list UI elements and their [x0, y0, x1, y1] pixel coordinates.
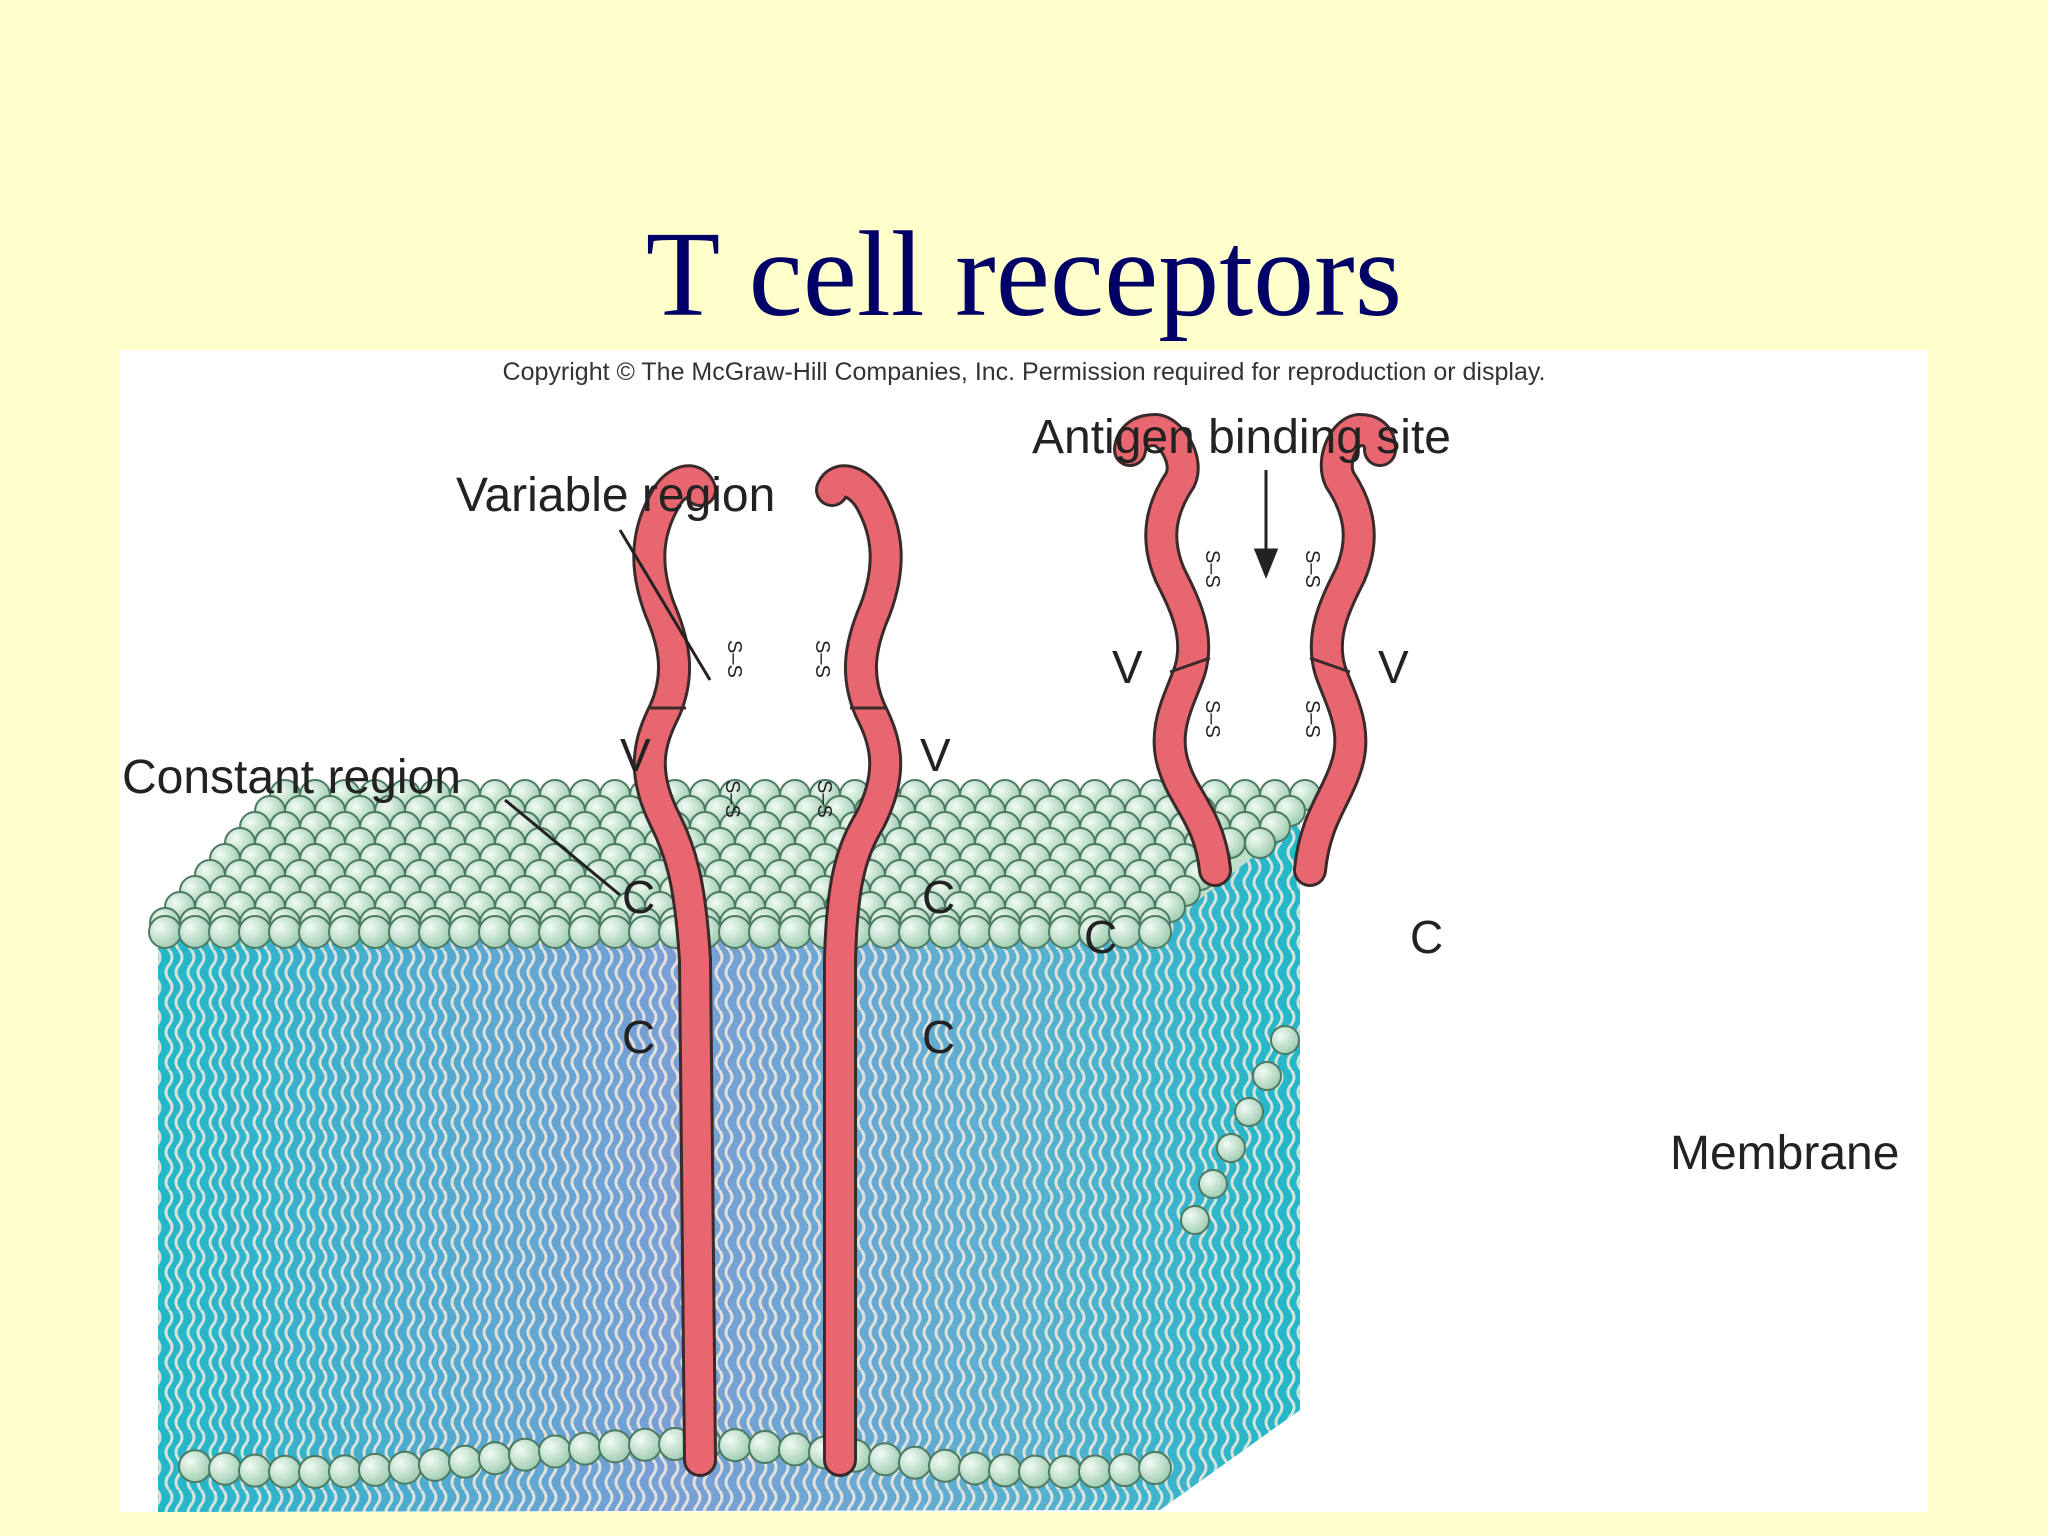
- domain-c-label: C: [922, 1011, 956, 1063]
- lipid-head: [328, 1454, 362, 1489]
- lipid-head: [448, 915, 482, 949]
- variable-region-label: Variable region: [456, 469, 776, 522]
- lipid-head: [208, 1451, 242, 1486]
- lipid-head: [748, 1429, 782, 1464]
- constant-region-leader: [504, 798, 621, 897]
- copyright-notice: Copyright © The McGraw-Hill Companies, I…: [502, 358, 1546, 386]
- lipid-head: [238, 915, 272, 949]
- lipid-head: [1180, 1205, 1210, 1235]
- domain-c-label: C: [1410, 911, 1444, 963]
- constant-region-label: Constant region: [122, 751, 461, 804]
- membrane-label: Membrane: [1670, 1127, 1900, 1180]
- lipid-head: [418, 1447, 452, 1482]
- slide-title: T cell receptors: [645, 207, 1403, 342]
- lipid-head: [1078, 1454, 1112, 1489]
- domain-v-label: V: [920, 729, 951, 781]
- lipid-head: [1018, 915, 1052, 949]
- disulfide-bond: S–S: [723, 640, 745, 678]
- lipid-head: [268, 915, 302, 949]
- lipid-head: [748, 915, 782, 949]
- lipid-head: [1138, 1451, 1172, 1486]
- lipid-head: [898, 1445, 932, 1480]
- domain-v-label: V: [1112, 641, 1143, 693]
- lipid-head: [358, 915, 392, 949]
- tcr-receptor-transmembrane: [632, 464, 903, 1477]
- disulfide-bond: S–S: [1301, 550, 1323, 588]
- tcr-receptor-surface: [1113, 412, 1398, 887]
- lipid-head: [1198, 1169, 1228, 1199]
- lipid-head: [358, 1452, 392, 1487]
- lipid-head: [1018, 1454, 1052, 1489]
- lipid-head: [1138, 915, 1172, 949]
- domain-c-label: C: [1084, 911, 1118, 963]
- lipid-head: [1252, 1061, 1282, 1091]
- lipid-head: [568, 915, 602, 949]
- domain-c-label: C: [622, 1011, 656, 1063]
- variable-region-leader: [618, 529, 712, 681]
- lipid-head: [1234, 1097, 1264, 1127]
- lipid-head: [1048, 1454, 1082, 1489]
- lipid-head: [508, 915, 542, 949]
- lipid-head: [538, 915, 572, 949]
- lipid-head: [868, 915, 902, 949]
- antigen-binding-site-label: Antigen binding site: [1032, 411, 1451, 464]
- lipid-head: [1108, 1453, 1142, 1488]
- lipid-head: [418, 915, 452, 949]
- domain-c-label: C: [922, 871, 956, 923]
- lipid-head: [508, 1437, 542, 1472]
- lipid-head: [1244, 827, 1276, 859]
- lipid-head: [778, 1432, 812, 1467]
- membrane: [148, 779, 1321, 1512]
- lipid-head: [178, 1449, 212, 1484]
- lipid-head: [928, 1448, 962, 1483]
- domain-v-label: V: [620, 729, 651, 781]
- lipid-head: [1270, 1025, 1300, 1055]
- disulfide-bond: S–S: [813, 780, 835, 818]
- lipid-head: [478, 915, 512, 949]
- disulfide-bond: S–S: [811, 640, 833, 678]
- leader-lines: [504, 470, 1279, 897]
- lipid-head: [238, 1453, 272, 1488]
- lipid-head: [958, 915, 992, 949]
- lipid-head: [778, 915, 812, 949]
- lipid-head: [298, 1454, 332, 1489]
- domain-c-label: C: [622, 871, 656, 923]
- tcr-diagram: [148, 412, 1398, 1512]
- lipid-head: [718, 915, 752, 949]
- disulfide-bond: S–S: [721, 780, 743, 818]
- lipid-head: [868, 1442, 902, 1477]
- lipid-head: [958, 1451, 992, 1486]
- domain-v-label: V: [1378, 641, 1409, 693]
- lipid-head: [538, 1434, 572, 1469]
- lipid-head: [718, 1428, 752, 1463]
- disulfide-bond: S–S: [1201, 700, 1223, 738]
- lipid-head: [148, 915, 182, 949]
- lipid-head: [1216, 1133, 1246, 1163]
- lipid-head: [988, 1453, 1022, 1488]
- lipid-head: [328, 915, 362, 949]
- lipid-head: [1048, 915, 1082, 949]
- lipid-head: [598, 1429, 632, 1464]
- disulfide-bond: S–S: [1301, 700, 1323, 738]
- lipid-head: [478, 1441, 512, 1476]
- lipid-head: [268, 1454, 302, 1489]
- lipid-head: [448, 1444, 482, 1479]
- tcr-figure: Copyright © The McGraw-Hill Companies, I…: [120, 350, 1928, 1512]
- lipid-head: [388, 915, 422, 949]
- disulfide-bond: S–S: [1201, 550, 1223, 588]
- lipid-head: [628, 1427, 662, 1462]
- lipid-head: [298, 915, 332, 949]
- antigen-arrow-head: [1253, 548, 1279, 580]
- lipid-head: [178, 915, 212, 949]
- lipid-head: [988, 915, 1022, 949]
- lipid-head: [208, 915, 242, 949]
- lipid-head: [388, 1450, 422, 1485]
- membrane-tails: [158, 820, 1300, 1512]
- lipid-head: [568, 1431, 602, 1466]
